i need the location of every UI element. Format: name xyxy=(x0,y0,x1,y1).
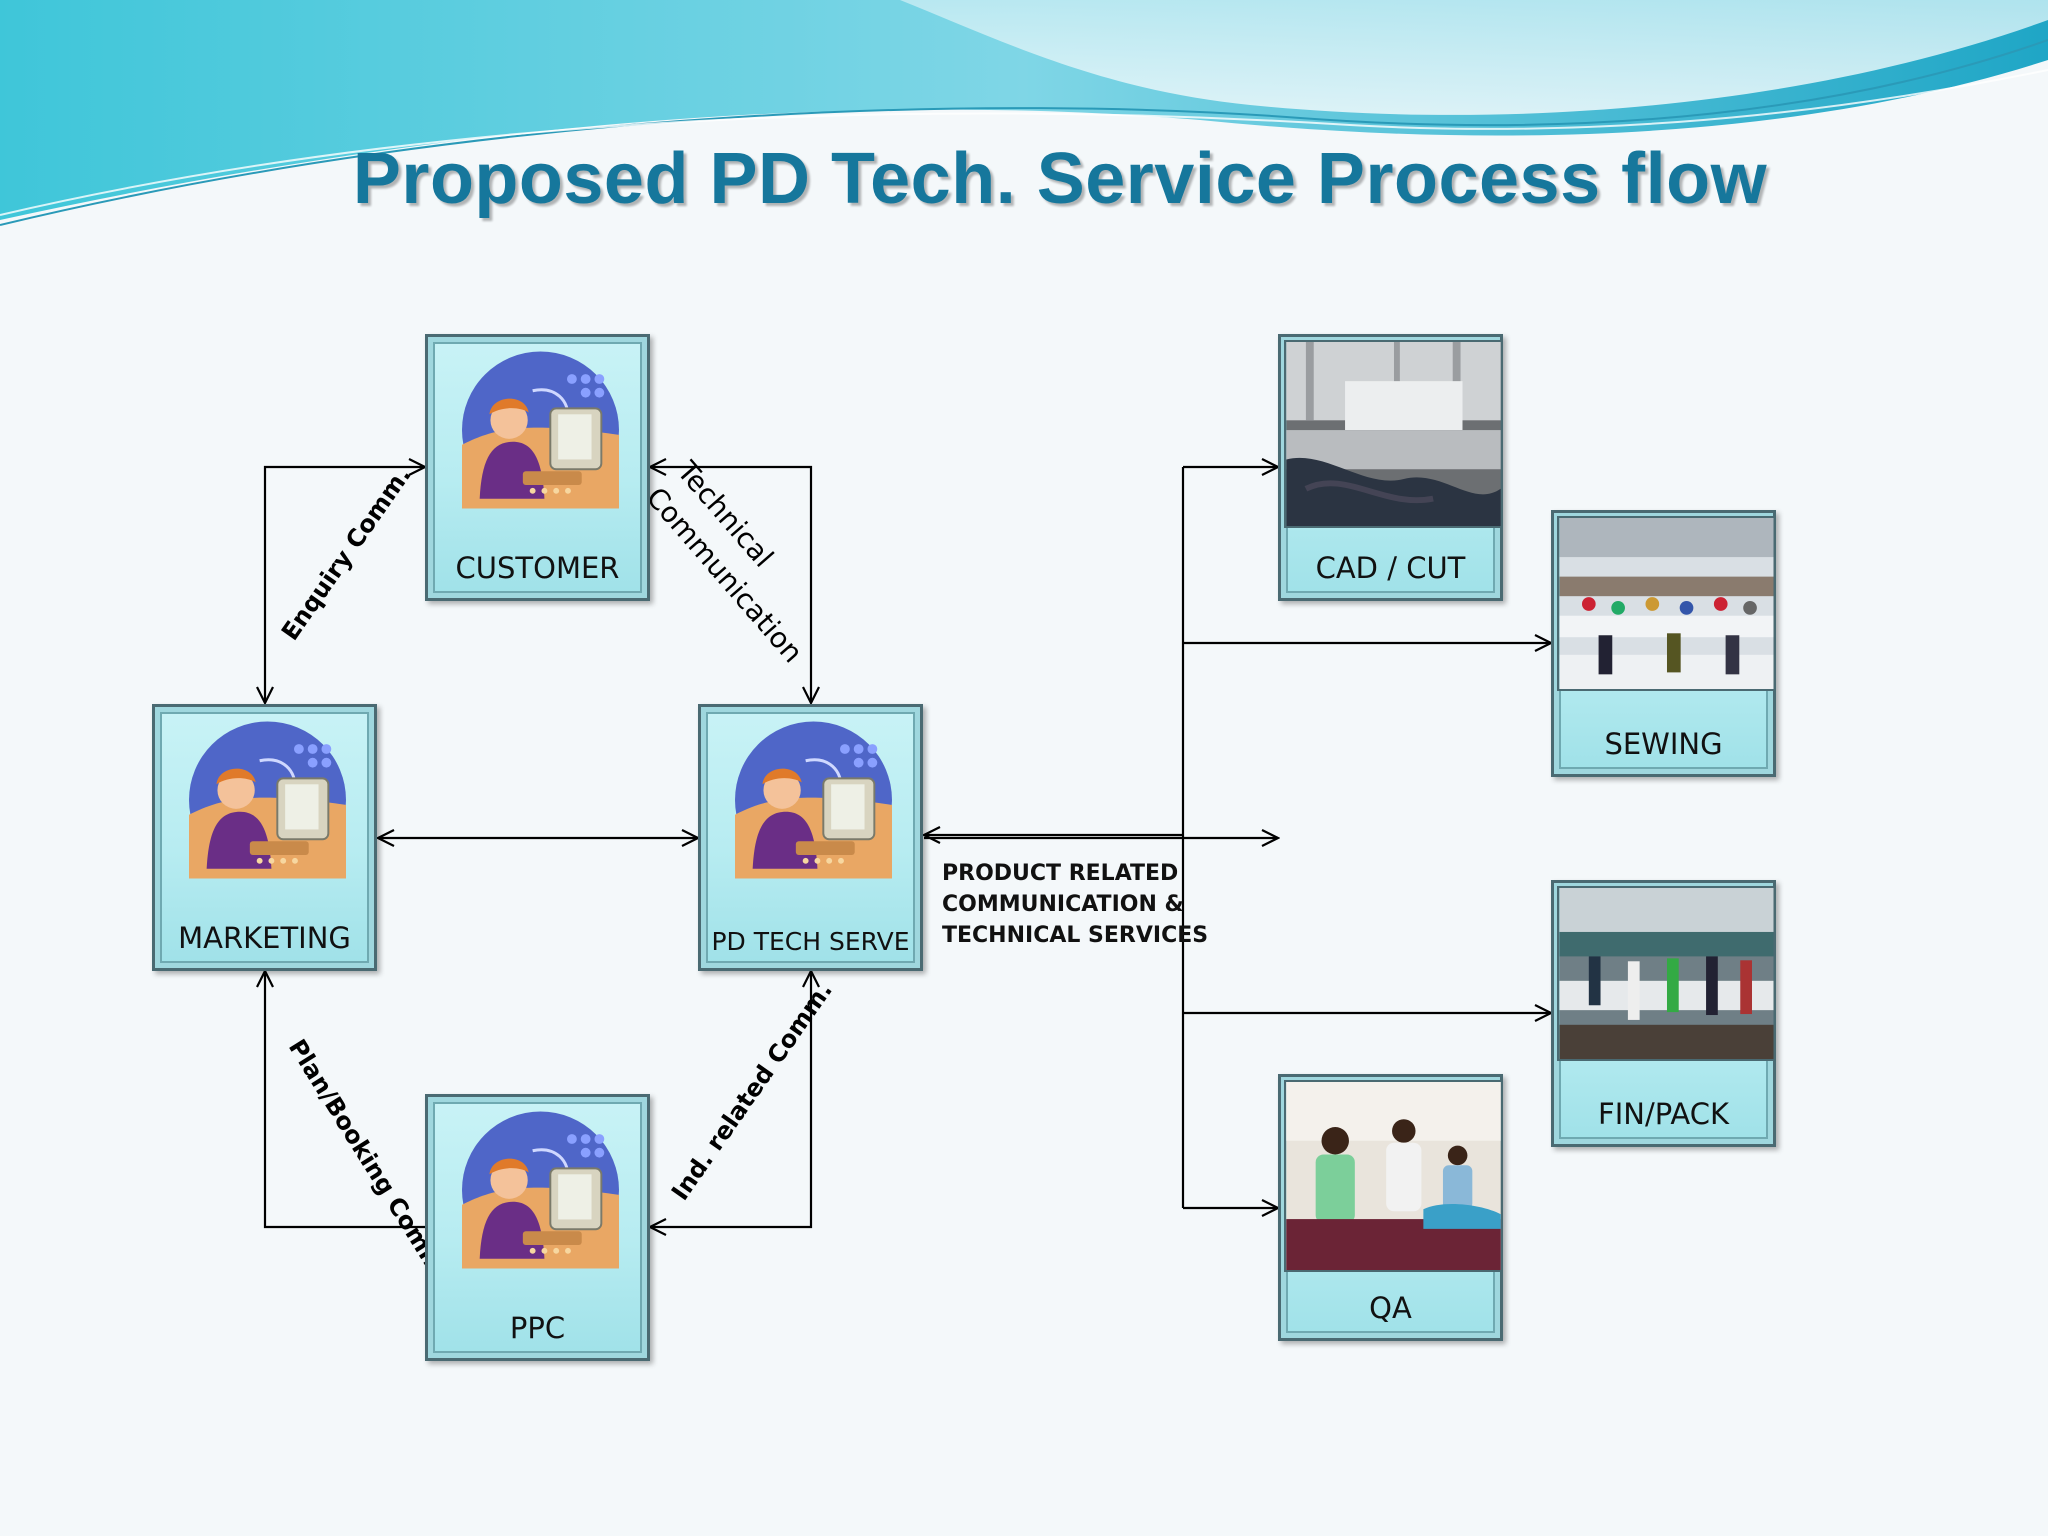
node-ppc: PPC xyxy=(425,1094,650,1361)
edge-customer-pdtech xyxy=(650,467,811,703)
edge-marketing-ppc xyxy=(265,971,425,1229)
edge-ppc-pdtech xyxy=(650,971,811,1227)
node-label: CAD / CUT xyxy=(1315,551,1466,585)
page-title: Proposed PD Tech. Service Process flow xyxy=(352,139,1768,219)
person-computer-icon xyxy=(462,1111,619,1269)
edge-label-enquiry: Enquiry Comm. xyxy=(276,461,417,645)
node-marketing: MARKETING xyxy=(152,704,377,971)
node-label: MARKETING xyxy=(178,921,351,955)
node-label: FIN/PACK xyxy=(1598,1097,1729,1131)
node-cad-cut: CAD / CUT xyxy=(1278,334,1503,601)
qa-inspection-photo xyxy=(1284,1080,1503,1272)
node-pd-tech-serve: PD TECH SERVE xyxy=(698,704,923,971)
node-label: SEWING xyxy=(1604,727,1723,761)
node-label: QA xyxy=(1369,1291,1412,1325)
node-label: PPC xyxy=(509,1311,566,1345)
product-related-note: PRODUCT RELATED COMMUNICATION & TECHNICA… xyxy=(942,861,1209,948)
sewing-floor-photo xyxy=(1557,516,1776,691)
node-customer: CUSTOMER xyxy=(425,334,650,601)
edge-marketing-customer xyxy=(265,467,425,703)
person-computer-icon xyxy=(462,351,619,509)
cutting-room-photo xyxy=(1284,340,1503,528)
person-computer-icon xyxy=(189,721,346,879)
node-label: PD TECH SERVE xyxy=(711,927,910,956)
person-computer-icon xyxy=(735,721,892,879)
node-qa: QA xyxy=(1278,1074,1503,1341)
finishing-floor-photo xyxy=(1557,886,1776,1061)
node-fin-pack: FIN/PACK xyxy=(1551,880,1776,1147)
node-sewing: SEWING xyxy=(1551,510,1776,777)
edge-label-ind-related: Ind. related Comm. xyxy=(666,977,838,1206)
node-label: CUSTOMER xyxy=(455,551,620,585)
header-wave xyxy=(0,0,2048,226)
